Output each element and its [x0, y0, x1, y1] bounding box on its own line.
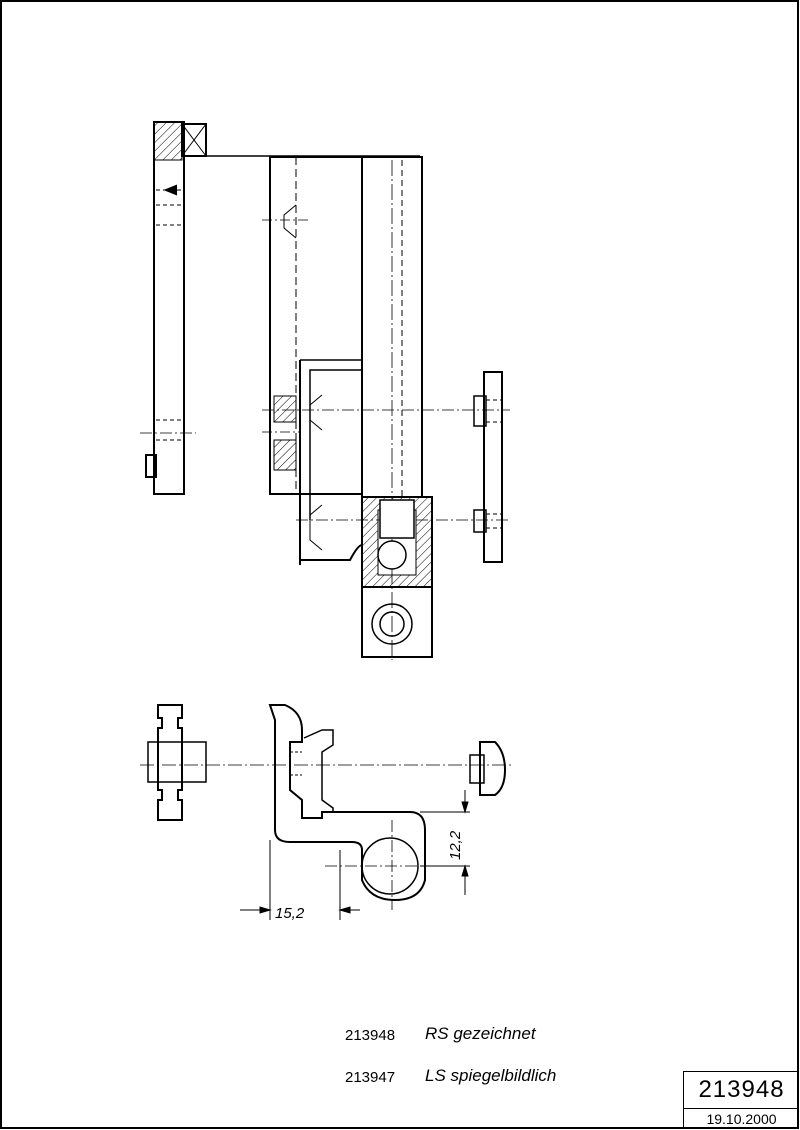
- drawing-number: 213948: [698, 1076, 785, 1103]
- drawing-date: 19.10.2000: [706, 1111, 777, 1127]
- main-front-view: [262, 156, 510, 660]
- bottom-right-view: [469, 741, 507, 796]
- right-side-view: [473, 371, 503, 563]
- arm-body: [153, 121, 185, 495]
- dimension-horizontal: 15,2: [275, 905, 305, 922]
- bottom-profile-view: [268, 704, 440, 910]
- small-plate: [483, 371, 503, 563]
- title-divider: [684, 1108, 799, 1109]
- arm-tab: [145, 454, 157, 478]
- left-side-view: [140, 121, 420, 495]
- legend-number-1: 213948: [345, 1027, 396, 1044]
- bolt-section-hatch: [153, 121, 183, 161]
- title-block: 213948 19.10.2000: [683, 1071, 799, 1128]
- legend-number-2: 213947: [345, 1069, 396, 1086]
- dimension-vertical: 12,2: [447, 830, 464, 860]
- dimension-lines: [240, 790, 470, 920]
- lower-tab: [361, 586, 433, 658]
- bottom-left-view: [140, 704, 512, 821]
- legend-text-1: RS gezeichnet: [425, 1024, 536, 1043]
- legend-text-2: LS spiegelbildlich: [425, 1066, 557, 1085]
